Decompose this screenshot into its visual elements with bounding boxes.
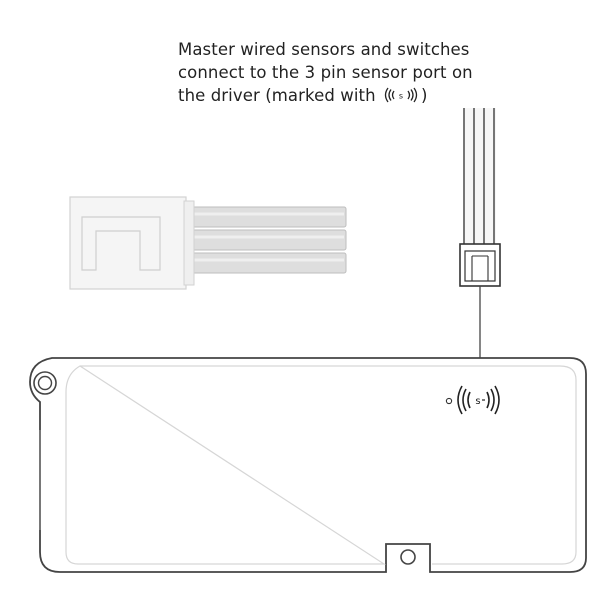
- bottom-mounting-hole: [400, 549, 416, 565]
- caption: Master wired sensors and switches connec…: [178, 38, 538, 107]
- caption-line-3: the driver (marked with s ): [178, 84, 538, 107]
- caption-line-2: connect to the 3 pin sensor port on: [178, 63, 473, 82]
- caption-line-3-text: the driver (marked with: [178, 86, 382, 105]
- horizontal-connector: [69, 196, 347, 290]
- driver-body: [29, 357, 587, 573]
- driver-port-label: s: [475, 396, 480, 407]
- caption-line-1: Master wired sensors and switches: [178, 40, 470, 59]
- sensor-port-icon-label: s: [399, 92, 403, 101]
- vertical-cable: [463, 108, 496, 248]
- sensor-plug: [459, 243, 501, 287]
- caption-line-3-close: ): [421, 86, 428, 105]
- driver-sensor-port-marking: s: [445, 385, 500, 415]
- sensor-port-icon: s: [384, 87, 418, 103]
